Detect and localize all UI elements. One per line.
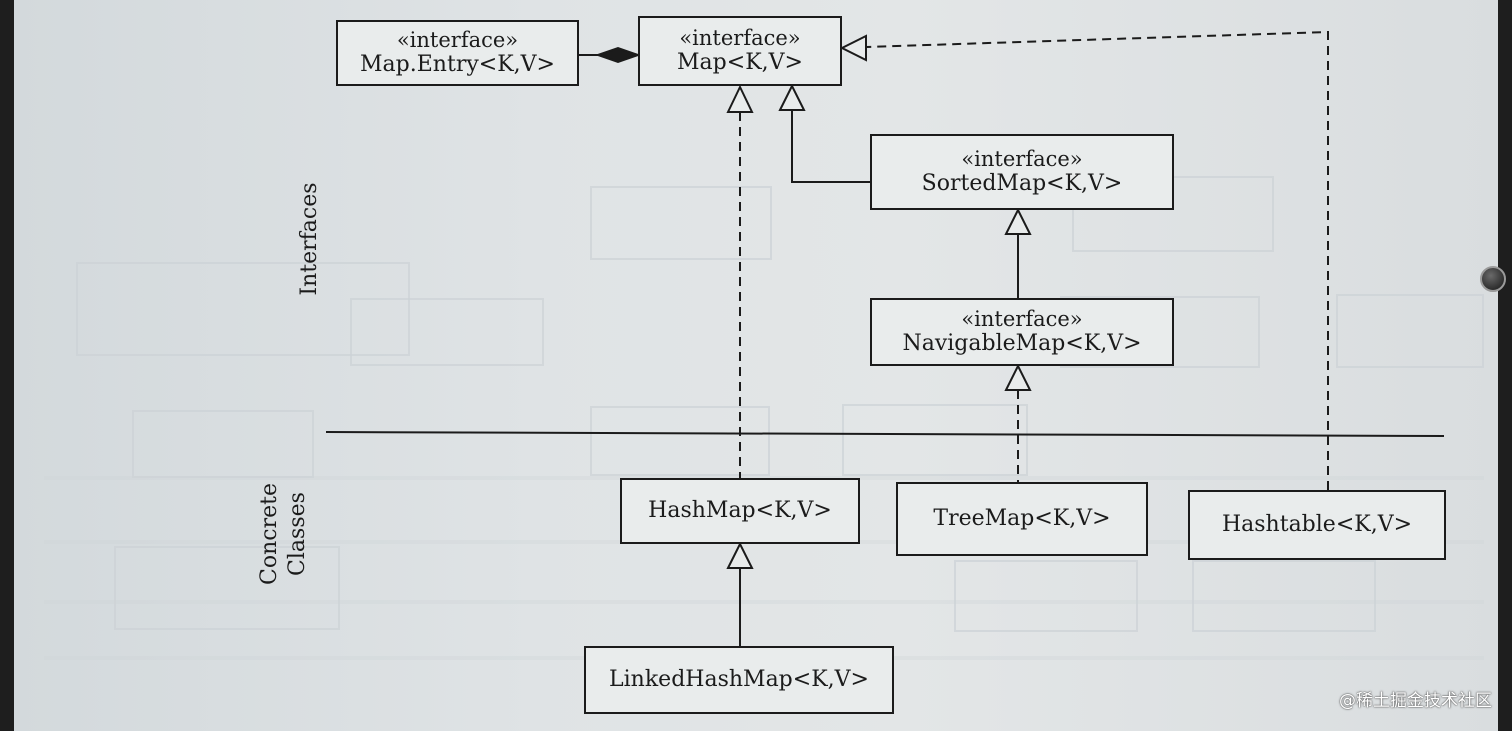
sortedmap-extends-line	[791, 110, 870, 183]
hashtable-class-box: Hashtable<K,V>	[1188, 490, 1446, 560]
interfaces-label-text: Interfaces	[297, 182, 322, 296]
map-interface-box: «interface» Map<K,V>	[638, 16, 842, 86]
hashtable-implements-line	[865, 30, 1329, 490]
treemap-name: TreeMap<K,V>	[933, 506, 1111, 532]
show-through-box	[590, 406, 770, 476]
inheritance-arrowhead	[726, 541, 754, 569]
interfaces-section-label: Interfaces	[296, 179, 326, 299]
linkedhashmap-class-box: LinkedHashMap<K,V>	[584, 646, 894, 714]
show-through-box	[842, 404, 1028, 476]
map-entry-name: Map.Entry<K,V>	[360, 52, 555, 78]
realization-arrowhead	[726, 84, 754, 113]
hashtable-name: Hashtable<K,V>	[1221, 512, 1413, 538]
show-through-box	[954, 560, 1138, 632]
sortedmap-interface-box: «interface» SortedMap<K,V>	[870, 134, 1174, 210]
show-through-box	[114, 546, 340, 630]
realization-arrowhead	[1004, 363, 1032, 391]
navigablemap-interface-box: «interface» NavigableMap<K,V>	[870, 298, 1174, 366]
show-through-box	[76, 262, 410, 356]
interface-stereotype: «interface»	[679, 26, 801, 51]
show-through-box	[350, 298, 544, 366]
section-separator	[325, 431, 1445, 437]
realization-arrowhead	[839, 34, 867, 62]
map-entry-interface-box: «interface» Map.Entry<K,V>	[336, 20, 579, 86]
inheritance-arrowhead	[1004, 207, 1032, 235]
inheritance-arrowhead	[778, 83, 806, 111]
show-through-box	[1192, 560, 1376, 632]
concrete-label-line2: Classes	[284, 492, 310, 576]
show-through-box	[590, 186, 772, 260]
scroll-knob[interactable]	[1480, 266, 1506, 292]
hashmap-class-box: HashMap<K,V>	[620, 478, 860, 544]
site-watermark: @稀土掘金技术社区	[1339, 691, 1492, 711]
composition-diamond	[594, 46, 642, 64]
concrete-classes-section-label: Concrete Classes	[256, 474, 312, 594]
navigablemap-name: NavigableMap<K,V>	[902, 331, 1142, 357]
map-name: Map<K,V>	[677, 50, 803, 76]
hashmap-name: HashMap<K,V>	[648, 498, 832, 524]
linkedhashmap-name: LinkedHashMap<K,V>	[609, 667, 869, 693]
book-page	[14, 0, 1498, 731]
sortedmap-name: SortedMap<K,V>	[921, 171, 1123, 197]
concrete-label-line1: Concrete	[257, 483, 282, 585]
show-through-box	[1336, 294, 1484, 368]
treemap-class-box: TreeMap<K,V>	[896, 482, 1148, 556]
interface-stereotype: «interface»	[961, 147, 1083, 172]
interface-stereotype: «interface»	[961, 307, 1083, 332]
show-through-line	[44, 600, 1484, 604]
interface-stereotype: «interface»	[396, 28, 519, 53]
show-through-box	[132, 410, 314, 478]
